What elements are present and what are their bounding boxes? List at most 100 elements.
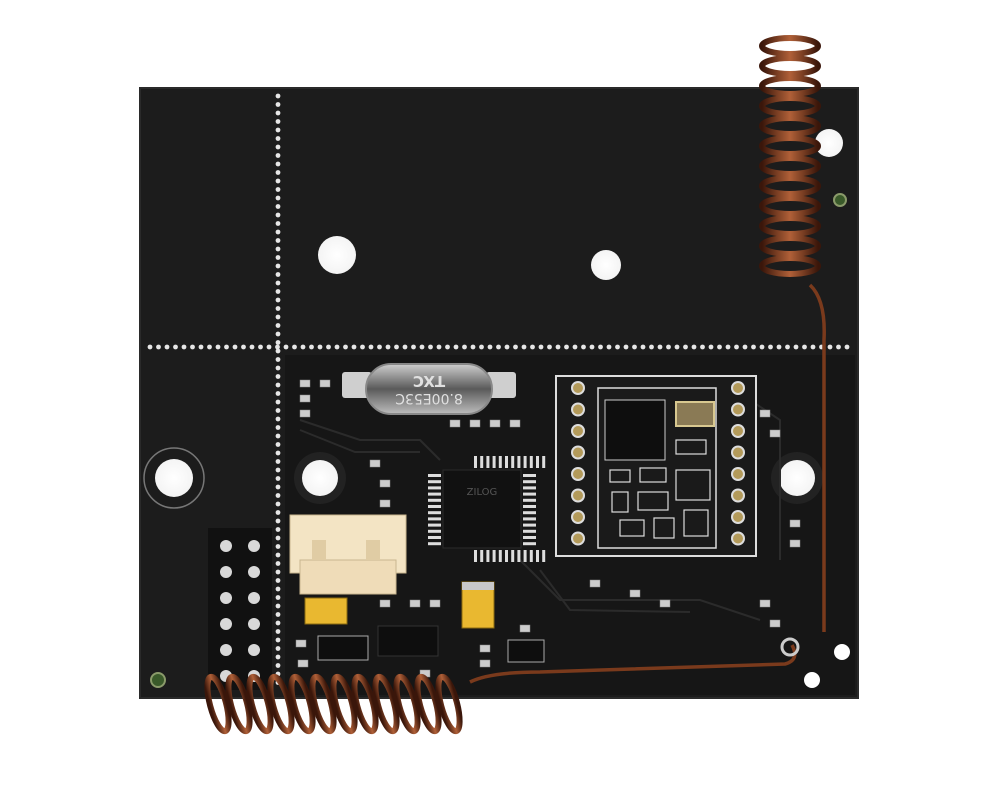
chip-pin [529,550,533,562]
smd-part [489,419,501,428]
silk-dot [275,127,281,133]
silk-dot [275,586,281,592]
antenna-wires [469,283,826,684]
chip-pin [428,542,441,546]
silk-dot [411,344,416,350]
coil-turn [759,175,821,197]
smd-part [429,599,441,608]
silk-dot [275,467,281,473]
silk-dot [496,344,501,350]
silk-dot [275,306,281,311]
jst-connector [289,514,407,595]
silk-dot [275,212,281,218]
silk-dot [428,344,433,350]
smd-part [769,619,781,628]
chip-pin [523,550,527,562]
silk-dot [640,344,646,350]
silk-dot [275,221,281,226]
antenna-coil-bottom [204,673,463,735]
module-pad [731,445,745,460]
chip-pin [428,529,441,533]
silk-dot [785,344,790,350]
silk-dot [606,344,612,350]
silk-dot [700,344,705,350]
silk-dot [173,344,178,350]
traces [299,399,781,621]
silk-dot [275,646,281,651]
silk-dot [300,344,306,350]
silk-dot [275,238,281,243]
silk-dot [156,344,161,350]
silk-dot [275,459,281,464]
module-pad [571,381,585,395]
silk-dot [343,344,348,350]
silk-dot [513,344,518,350]
coil-turn [246,673,274,735]
chip-pin [428,498,441,502]
silk-dot [275,246,281,252]
coil-turn [288,673,316,735]
header-pin [248,644,260,656]
smd-part [509,419,521,428]
silk-dot [275,501,281,507]
smd-part [629,589,641,598]
silk-dot [725,344,731,350]
coil-turn [330,673,358,735]
silk-dot [317,344,323,350]
silk-dot [275,136,281,141]
silk-dot [275,280,281,286]
coil-turn [351,673,379,735]
chip-pin [428,523,441,527]
silk-dot [521,344,527,350]
header-pin [248,566,260,578]
silk-dot [275,263,281,269]
smd-part [759,409,771,418]
module-pad [731,531,745,546]
chip-pin [428,486,441,490]
silk-dot [275,314,281,320]
chip-pin [486,550,490,562]
smd-part [479,659,491,668]
chip-pin [428,474,441,477]
antenna-coil-top [759,35,821,277]
silk-dot [147,344,153,350]
smd-part [469,419,481,428]
silk-dot [275,535,281,541]
coil-turn [759,255,821,277]
smd-part [769,429,781,438]
silk-dot [436,344,442,350]
chip-pin [474,456,477,468]
module-pad [731,510,745,524]
silk-dot [751,344,756,350]
pin-header [208,528,272,690]
chip-pin [517,456,521,468]
silk-dot [615,344,620,350]
silk-dot [275,408,281,413]
silk-dot [683,344,688,350]
silk-dot [275,344,280,350]
chip-pin [523,480,536,484]
silk-dot [241,344,246,350]
silk-dot [266,344,272,350]
silk-dot [691,344,697,350]
silk-dot [275,629,281,634]
silk-dot [836,344,841,350]
chip-pin [523,474,536,477]
module-pad [571,402,585,417]
smd-part [297,659,309,668]
silk-dot [275,297,281,303]
silk-dot [275,170,281,175]
silk-dot [164,344,170,350]
smd-part [789,539,801,548]
silk-dot [275,289,281,294]
silk-dot [275,119,281,124]
module-pad [571,445,585,460]
chip-pin [523,492,536,496]
diodes [317,625,545,663]
silk-dot [309,344,314,350]
smd-part [379,499,391,508]
chip-pin [542,550,546,562]
silk-dot [504,344,510,350]
silk-dot [275,323,281,328]
silk-dot [275,595,281,600]
